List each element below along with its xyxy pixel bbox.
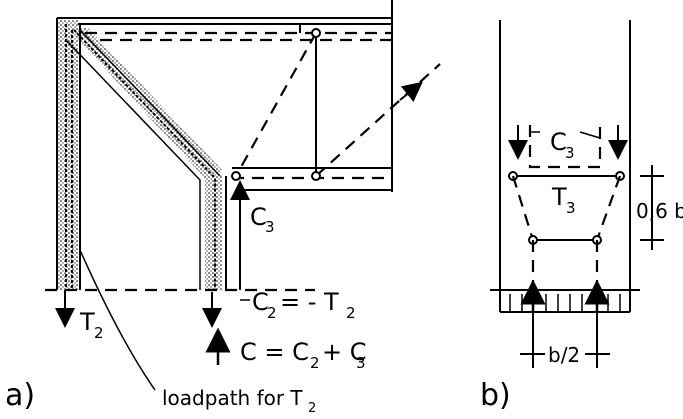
label-b-c3-sub: 3 [565, 144, 575, 162]
panel-label-a: a) [5, 378, 35, 413]
loadpath-label-sub: 2 [308, 401, 316, 416]
diagonal-strut [235, 32, 317, 177]
label-b-t3: T [551, 183, 567, 211]
label-c2: C [252, 288, 269, 316]
label-b-c3: C [550, 128, 567, 156]
left-column-band [58, 20, 78, 290]
inner-column-band [205, 176, 222, 290]
label-c-sum-plus: + C [322, 338, 367, 366]
label-c2-rhs: = - T [280, 288, 339, 316]
label-c3: C [250, 203, 267, 231]
label-c3-sub: 3 [265, 218, 275, 236]
bent-reinforcement-edge [79, 29, 221, 177]
label-c-sum-sub1: 2 [310, 354, 320, 372]
panel-label-b: b) [480, 378, 511, 413]
figure-a: a) T 2 C 3 C 2 = - T 2 C = C 2 + C 3 loa… [5, 0, 441, 416]
inclined-strut [315, 63, 441, 177]
bent-reinforcement-2 [65, 39, 201, 290]
loadpath-label: loadpath for T [162, 386, 303, 410]
label-t2: T [79, 308, 95, 336]
label-c-sum: C = C [240, 338, 309, 366]
node-bottom [311, 171, 321, 181]
inclined-force-arrow [399, 81, 423, 103]
label-c-sum-sub2: 3 [356, 354, 366, 372]
c3-dashed-region [528, 125, 602, 169]
node-corner [231, 171, 241, 181]
label-c2-rhs-sub: 2 [346, 304, 356, 322]
label-c2-sub: 2 [267, 304, 277, 322]
figure-b: b) C 3 T 3 0,6 b b/2 [480, 20, 683, 413]
loadpath-leader [79, 249, 156, 391]
label-b-t3-sub: 3 [566, 199, 576, 217]
diagonal-band [68, 28, 222, 186]
c3-leader-right [579, 131, 601, 139]
strut-b-right [595, 175, 622, 241]
dim-b2-label: b/2 [548, 343, 580, 367]
label-t2-sub: 2 [94, 324, 104, 342]
support-pressure-arrows [509, 294, 621, 312]
node-top [311, 28, 321, 38]
dim-06b-label: 0,6 b [636, 199, 683, 223]
strut-b-left [511, 175, 535, 241]
